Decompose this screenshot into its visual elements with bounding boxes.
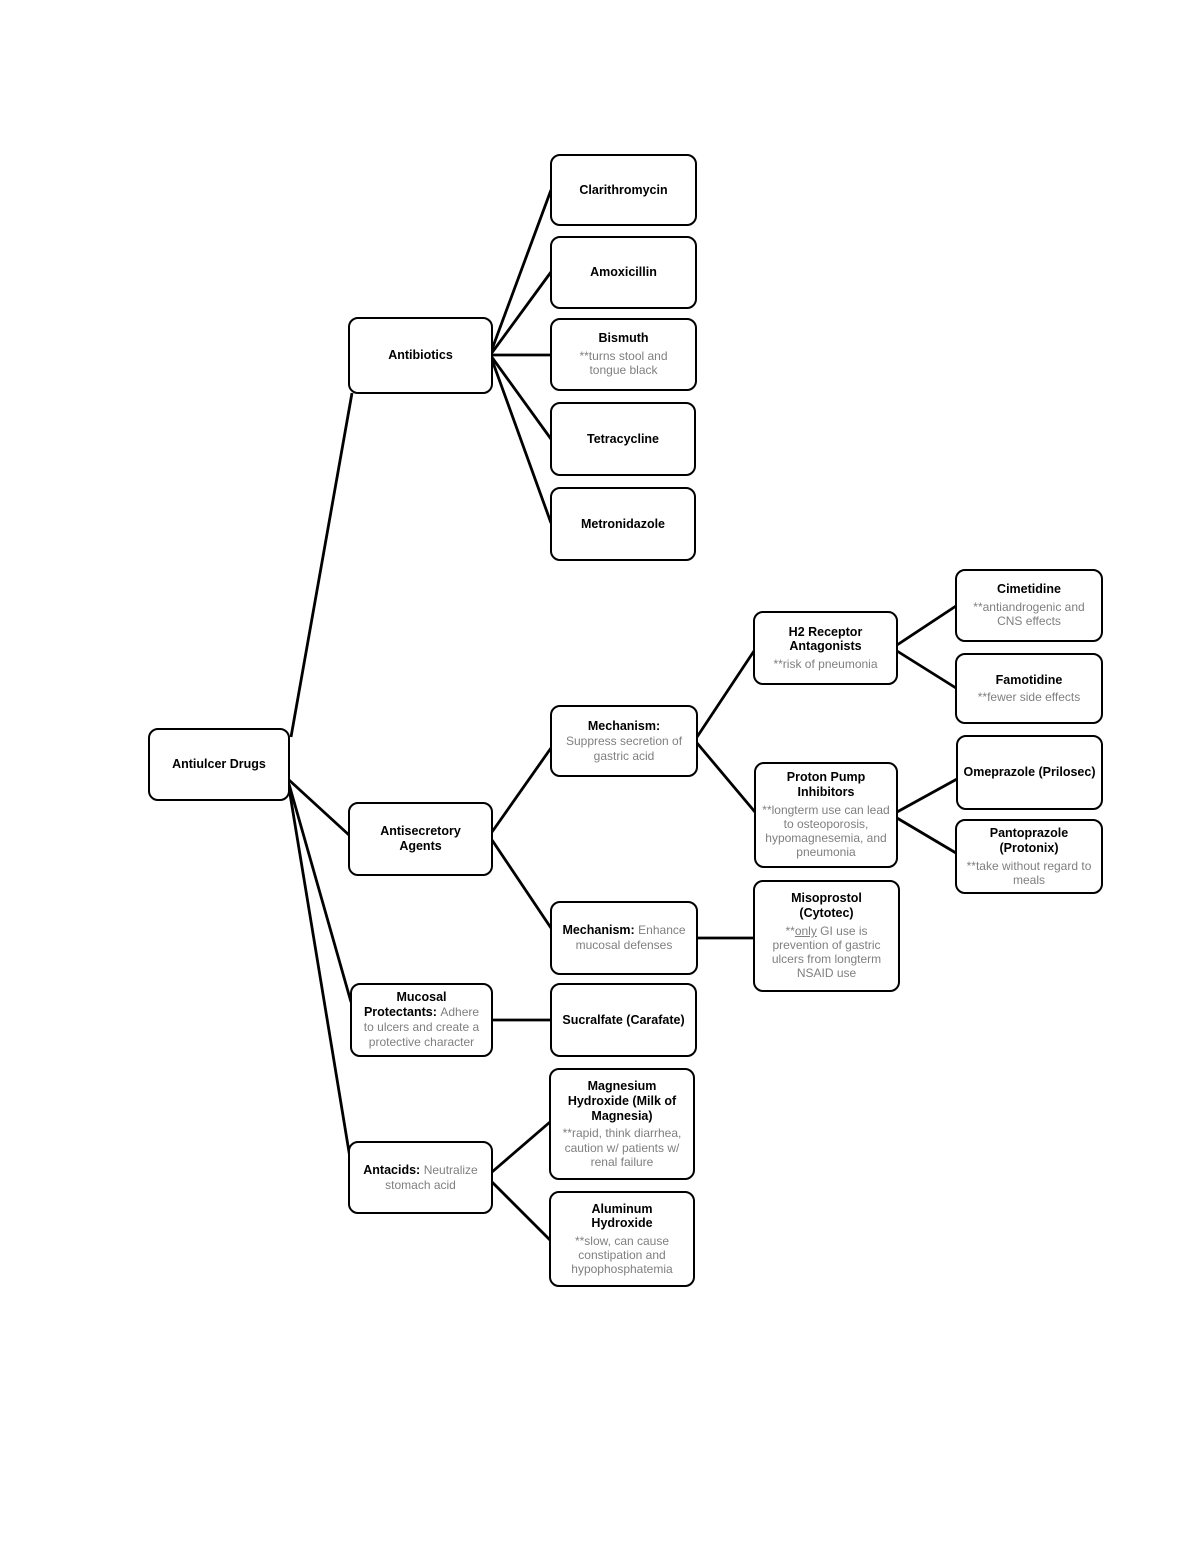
node-aluminum-hydroxide: Aluminum Hydroxide **slow, can cause con… (549, 1191, 695, 1287)
node-title: Misoprostol (Cytotec) (791, 891, 862, 921)
node-mechanism-suppress: Mechanism: Suppress secretion of gastric… (550, 705, 698, 777)
antacids-text: Neutralize stomach acid (385, 1162, 478, 1192)
node-note: **longterm use can lead to osteoporosis,… (762, 802, 890, 860)
note-underlined-word: only (794, 923, 817, 938)
edge-antibiotics-amoxicillin (489, 271, 553, 355)
mucosal-text: Adhere to ulcers and create a protective… (363, 1005, 480, 1049)
edge-antibiotics-tetracycline (489, 355, 553, 440)
edge-antibiotics-clarithromycin (489, 189, 553, 353)
edge-mech-suppress-ppi (695, 742, 757, 813)
node-pantoprazole: Pantoprazole (Protonix) **take without r… (955, 819, 1103, 894)
edge-antibiotics-metronidazole (489, 356, 553, 524)
mechanism-text: Suppress secretion of gastric acid (565, 733, 683, 763)
node-metronidazole: Metronidazole (550, 487, 696, 561)
node-tetracycline: Tetracycline (550, 402, 696, 476)
edge-antisecretory-mech-suppress (490, 747, 553, 833)
mucosal-label: Mucosal Protectants: (363, 990, 447, 1019)
node-proton-pump-inhibitors: Proton Pump Inhibitors **longterm use ca… (754, 762, 898, 868)
node-sucralfate: Sucralfate (Carafate) (550, 983, 697, 1057)
node-title: Magnesium Hydroxide (Milk of Magnesia) (567, 1079, 677, 1123)
node-antiulcer-drugs: Antiulcer Drugs (148, 728, 290, 801)
node-mechanism-enhance: Mechanism: Enhance mucosal defenses (550, 901, 698, 975)
mechanism-label: Mechanism: (562, 923, 635, 937)
edge-ppi-omeprazole (896, 777, 958, 814)
node-title: Famotidine (995, 672, 1063, 687)
node-antisecretory-agents: Antisecretory Agents (348, 802, 493, 876)
node-title: Bismuth (598, 331, 649, 346)
antacids-label: Antacids: (363, 1162, 421, 1177)
node-title: Proton Pump Inhibitors (786, 770, 866, 800)
node-note: **rapid, think diarrhea, caution w/ pati… (562, 1126, 682, 1169)
mechanism-text: Enhance mucosal defenses (575, 923, 686, 952)
node-title: Antibiotics (388, 348, 453, 363)
node-body: Mechanism: Suppress secretion of gastric… (561, 719, 687, 764)
node-omeprazole: Omeprazole (Prilosec) (956, 735, 1103, 810)
node-h2-receptor-antagonists: H2 Receptor Antagonists **risk of pneumo… (753, 611, 898, 685)
node-note: **only GI use is prevention of gastric u… (764, 924, 889, 981)
node-amoxicillin: Amoxicillin (550, 236, 697, 309)
edge-antacids-magnesium (491, 1120, 551, 1174)
edge-mech-suppress-h2 (695, 650, 756, 738)
node-famotidine: Famotidine **fewer side effects (955, 653, 1103, 724)
node-title: Sucralfate (Carafate) (562, 1012, 685, 1027)
node-title: Metronidazole (580, 516, 666, 531)
mechanism-label: Mechanism: (587, 718, 661, 733)
node-antibiotics: Antibiotics (348, 317, 493, 394)
note-rest: GI use is prevention of gastric ulcers f… (771, 923, 882, 981)
node-title: Antiulcer Drugs (172, 757, 266, 772)
node-title: Omeprazole (Prilosec) (963, 765, 1096, 780)
node-title: Antisecretory Agents (380, 824, 461, 853)
node-body: Mechanism: Enhance mucosal defenses (561, 923, 687, 953)
node-mucosal-protectants: Mucosal Protectants: Adhere to ulcers an… (350, 983, 493, 1057)
edge-h2-cimetidine (896, 604, 957, 647)
node-title: Cimetidine (997, 582, 1061, 597)
node-cimetidine: Cimetidine **antiandrogenic and CNS effe… (955, 569, 1103, 642)
node-note: **take without regard to meals (966, 858, 1092, 887)
node-body: Antacids: Neutralize stomach acid (359, 1163, 482, 1193)
edge-root-antisecretory (288, 778, 350, 837)
node-title: H2 Receptor Antagonists (788, 624, 863, 654)
node-title: Amoxicillin (590, 265, 657, 280)
node-clarithromycin: Clarithromycin (550, 154, 697, 226)
edge-root-mucosal (287, 783, 353, 1003)
edge-root-antibiotics (289, 392, 354, 738)
node-body: Mucosal Protectants: Adhere to ulcers an… (359, 990, 484, 1050)
node-title: Clarithromycin (579, 182, 668, 197)
node-note: **risk of pneumonia (773, 657, 878, 672)
edge-antacids-aluminum (491, 1181, 551, 1241)
node-note: **turns stool and tongue black (579, 349, 668, 378)
node-title: Tetracycline (586, 431, 660, 446)
node-note: **slow, can cause constipation and hypop… (571, 1234, 673, 1277)
node-bismuth: Bismuth **turns stool and tongue black (550, 318, 697, 391)
node-title: Aluminum Hydroxide (591, 1201, 653, 1231)
edge-ppi-pantoprazole (896, 816, 957, 855)
node-note: **fewer side effects (977, 690, 1081, 705)
node-magnesium-hydroxide: Magnesium Hydroxide (Milk of Magnesia) *… (549, 1068, 695, 1180)
node-antacids: Antacids: Neutralize stomach acid (348, 1141, 493, 1214)
edge-antisecretory-mech-enhance (490, 839, 553, 929)
node-title: Pantoprazole (Protonix) (989, 826, 1069, 855)
node-note: **antiandrogenic and CNS effects (973, 600, 1085, 629)
note-prefix: ** (785, 923, 795, 938)
edge-h2-famotidine (896, 649, 957, 690)
node-misoprostol: Misoprostol (Cytotec) **only GI use is p… (753, 880, 900, 992)
edge-root-antacids (287, 787, 352, 1159)
